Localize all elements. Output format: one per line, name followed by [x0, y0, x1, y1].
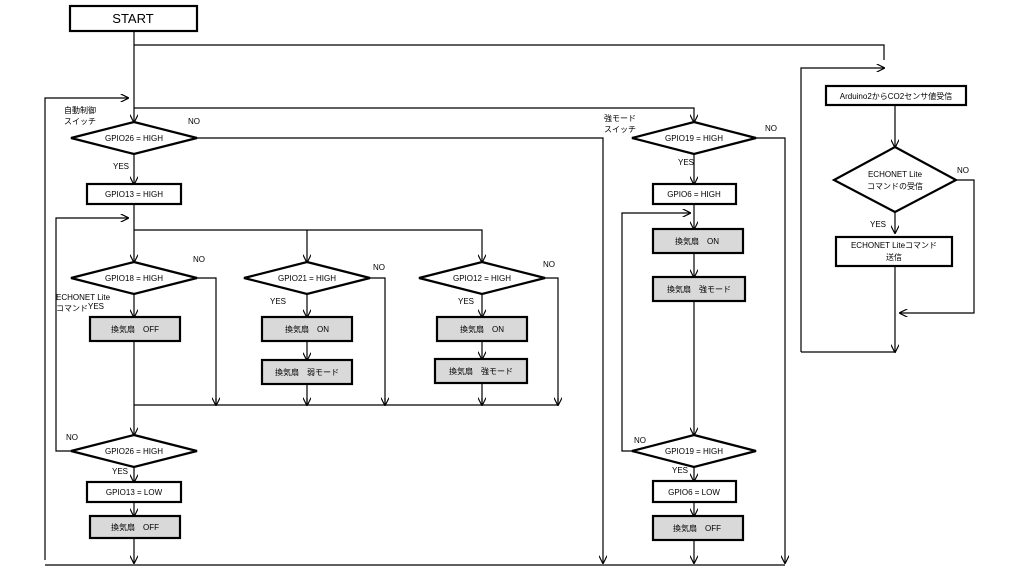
- decision-gpio19-bottom: GPIO19 = HIGH: [631, 433, 757, 469]
- svg-text:YES: YES: [88, 302, 104, 311]
- decision-gpio21: GPIO21 = HIGH: [243, 260, 371, 296]
- process-send-echonet: ECHONET Liteコマンド 送信: [834, 235, 954, 268]
- svg-text:GPIO19 = HIGH: GPIO19 = HIGH: [665, 447, 723, 456]
- svg-text:Arduino2からCO2センサ値受信: Arduino2からCO2センサ値受信: [840, 91, 952, 101]
- svg-text:NO: NO: [543, 260, 555, 269]
- svg-text:GPIO26 = HIGH: GPIO26 = HIGH: [105, 134, 163, 143]
- svg-text:NO: NO: [188, 117, 200, 126]
- decision-gpio19: GPIO19 = HIGH: [631, 120, 757, 156]
- svg-text:換気扇 強モード: 換気扇 強モード: [667, 284, 731, 294]
- svg-text:ECHONET Liteコマンド: ECHONET Liteコマンド: [851, 241, 937, 250]
- svg-text:換気扇 弱モード: 換気扇 弱モード: [275, 367, 339, 377]
- svg-text:NO: NO: [373, 263, 385, 272]
- process-fan-strong-1: 換気扇 強モード: [433, 357, 529, 385]
- svg-text:GPIO6 = HIGH: GPIO6 = HIGH: [667, 190, 721, 199]
- svg-text:換気扇 強モード: 換気扇 強モード: [449, 366, 513, 376]
- echonet-label: ECHONET Lite: [56, 293, 111, 302]
- process-fan-on-2: 換気扇 ON: [435, 315, 529, 343]
- svg-text:GPIO13 = LOW: GPIO13 = LOW: [106, 488, 163, 497]
- svg-text:GPIO26 = HIGH: GPIO26 = HIGH: [105, 447, 163, 456]
- process-gpio6-high: GPIO6 = HIGH: [651, 182, 738, 206]
- process-gpio13-low: GPIO13 = LOW: [85, 480, 183, 504]
- svg-text:NO: NO: [957, 166, 969, 175]
- process-fan-off-2: 換気扇 OFF: [88, 514, 182, 540]
- strong-switch-label: 強モード: [604, 113, 636, 123]
- process-fan-on-1: 換気扇 ON: [260, 315, 354, 343]
- svg-text:換気扇 OFF: 換気扇 OFF: [111, 522, 159, 532]
- svg-text:換気扇 ON: 換気扇 ON: [460, 324, 504, 334]
- svg-text:GPIO21 = HIGH: GPIO21 = HIGH: [278, 274, 336, 283]
- svg-text:NO: NO: [193, 255, 205, 264]
- svg-text:YES: YES: [678, 158, 694, 167]
- svg-text:NO: NO: [66, 433, 78, 442]
- process-fan-off-strong: 換気扇 OFF: [651, 514, 745, 542]
- decision-gpio26: GPIO26 = HIGH: [70, 120, 198, 156]
- process-fan-off-1: 換気扇 OFF: [88, 315, 182, 343]
- start-terminal: START: [68, 4, 199, 33]
- svg-text:NO: NO: [634, 436, 646, 445]
- side-labels: 自動制御 スイッチ 強モード スイッチ ECHONET Lite コマンド NO…: [56, 105, 969, 476]
- decision-echonet-command: ECHONET Lite コマンドの受信: [831, 145, 959, 214]
- svg-text:YES: YES: [270, 297, 286, 306]
- svg-text:NO: NO: [765, 124, 777, 133]
- svg-text:送信: 送信: [886, 252, 902, 262]
- svg-text:YES: YES: [112, 467, 128, 476]
- svg-text:GPIO13 = HIGH: GPIO13 = HIGH: [105, 190, 163, 199]
- svg-text:YES: YES: [870, 220, 886, 229]
- svg-text:コマンドの受信: コマンドの受信: [867, 181, 923, 191]
- process-gpio6-low: GPIO6 = LOW: [651, 479, 738, 504]
- decision-gpio18: GPIO18 = HIGH: [70, 260, 198, 296]
- process-fan-on-strong: 換気扇 ON: [651, 227, 745, 255]
- auto-switch-label: 自動制御: [64, 105, 96, 115]
- echonet-label-2: コマンド: [56, 304, 88, 313]
- svg-text:GPIO12 = HIGH: GPIO12 = HIGH: [453, 274, 511, 283]
- svg-text:換気扇 ON: 換気扇 ON: [285, 324, 329, 334]
- process-gpio13-high: GPIO13 = HIGH: [85, 182, 183, 206]
- start-label: START: [112, 11, 153, 26]
- process-fan-strong-2: 換気扇 強モード: [651, 275, 747, 303]
- svg-text:YES: YES: [113, 162, 129, 171]
- decision-gpio12: GPIO12 = HIGH: [418, 260, 546, 296]
- svg-text:換気扇 OFF: 換気扇 OFF: [673, 523, 721, 533]
- svg-text:GPIO6 = LOW: GPIO6 = LOW: [668, 488, 720, 497]
- strong-switch-label-2: スイッチ: [604, 125, 636, 134]
- svg-text:換気扇 ON: 換気扇 ON: [675, 236, 719, 246]
- svg-text:YES: YES: [672, 466, 688, 475]
- connectors: [44, 31, 975, 566]
- decision-gpio26-bottom: GPIO26 = HIGH: [70, 433, 198, 469]
- process-receive-co2: Arduino2からCO2センサ値受信: [824, 84, 968, 107]
- svg-text:YES: YES: [458, 297, 474, 306]
- svg-text:換気扇 OFF: 換気扇 OFF: [111, 324, 159, 334]
- auto-switch-label-2: スイッチ: [64, 117, 96, 126]
- svg-text:GPIO18 = HIGH: GPIO18 = HIGH: [105, 274, 163, 283]
- svg-text:ECHONET Lite: ECHONET Lite: [868, 170, 923, 179]
- svg-text:GPIO19 = HIGH: GPIO19 = HIGH: [665, 134, 723, 143]
- process-fan-weak: 換気扇 弱モード: [260, 358, 354, 386]
